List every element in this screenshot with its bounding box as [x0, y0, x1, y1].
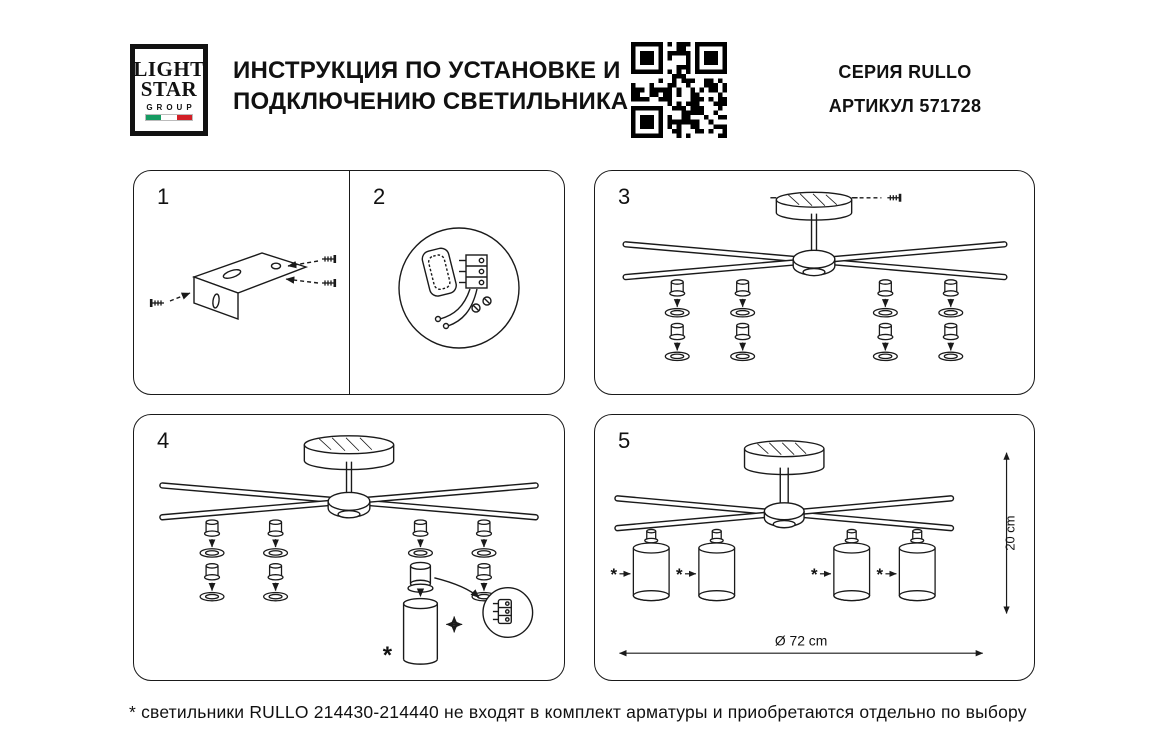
stem — [345, 461, 353, 494]
shade — [833, 528, 871, 602]
step-panel-4: 4 — [133, 414, 565, 681]
lamp-cylinder — [402, 588, 439, 665]
italian-flag — [145, 113, 193, 121]
step-number-3: 3 — [618, 184, 631, 209]
step-number-1: 1 — [157, 184, 170, 209]
screw-icon — [845, 192, 902, 204]
mounting-bracket-diagram — [149, 252, 337, 320]
stem — [779, 467, 789, 505]
socket-unit — [409, 520, 433, 557]
page-title: ИНСТРУКЦИЯ ПО УСТАНОВКЕ И ПОДКЛЮЧЕНИЮ СВ… — [233, 56, 628, 117]
asterisk-marker: * — [877, 565, 884, 584]
shade — [632, 528, 670, 602]
mount-plate — [421, 247, 457, 297]
chandelier-lamp-detail-diagram: * — [159, 435, 539, 669]
ceiling-canopy — [743, 440, 825, 476]
move-cross-icon — [445, 616, 463, 633]
chandelier-sockets-diagram — [622, 191, 1008, 394]
asterisk-marker: * — [676, 565, 683, 584]
socket-unit — [731, 323, 755, 360]
lightstar-logo: LIGHT STAR GROUP — [130, 44, 208, 136]
wiring-detail-diagram — [398, 227, 520, 349]
socket-unit — [264, 564, 288, 601]
footnote: * светильники RULLO 214430-214440 не вхо… — [129, 702, 1027, 722]
socket-unit — [873, 323, 897, 360]
height-dimension: 20 cm — [1002, 452, 1017, 614]
socket-unit — [939, 323, 963, 360]
socket-unit — [873, 280, 897, 317]
asterisk-marker: * — [611, 565, 618, 584]
chandelier-shades-diagram: * * * * 20 cm Ø 72 cm — [611, 440, 1017, 657]
ceiling-canopy — [770, 191, 858, 221]
socket-unit — [200, 520, 224, 557]
wires — [434, 288, 478, 330]
step-2-section: 2 — [350, 171, 564, 394]
height-dimension-label: 20 cm — [1002, 516, 1017, 551]
hub — [327, 491, 371, 519]
series-label: СЕРИЯ RULLO — [838, 62, 972, 82]
title-line-1: ИНСТРУКЦИЯ ПО УСТАНОВКЕ И — [233, 57, 621, 84]
ceiling-canopy — [303, 435, 395, 471]
diameter-dimension: Ø 72 cm — [619, 632, 984, 657]
hub — [763, 502, 805, 529]
mounting-bracket — [191, 252, 309, 320]
product-info: СЕРИЯ RULLO АРТИКУЛ 571728 — [795, 62, 1015, 117]
screw-heads — [471, 296, 492, 313]
step-panel-3: 3 — [594, 170, 1035, 395]
socket-adapter — [407, 561, 434, 593]
step-panel-1-2: 1 — [133, 170, 565, 395]
step-panel-5: 5 — [594, 414, 1035, 681]
magnifier-circle — [398, 227, 520, 349]
stem — [810, 213, 818, 252]
logo-word-group: GROUP — [146, 102, 196, 112]
logo-word-star: STAR — [140, 77, 198, 101]
screw-icon — [287, 253, 337, 269]
socket-unit — [200, 564, 224, 601]
detail-arrow — [434, 577, 480, 599]
step-number-4: 4 — [157, 428, 170, 453]
socket-unit — [665, 280, 689, 317]
shade — [898, 528, 936, 602]
step-number-5: 5 — [618, 428, 631, 453]
step-1-section: 1 — [134, 171, 350, 394]
qr-code — [631, 42, 727, 138]
socket-unit — [264, 520, 288, 557]
screw-icon — [149, 292, 191, 309]
asterisk-marker: * — [383, 642, 393, 669]
socket-unit — [472, 520, 496, 557]
diameter-dimension-label: Ø 72 cm — [775, 632, 827, 648]
logo-word-light: LIGHT — [133, 57, 205, 82]
magnifier-detail — [482, 587, 534, 639]
article-label: АРТИКУЛ 571728 — [828, 96, 982, 116]
asterisk-marker: * — [811, 565, 818, 584]
socket-unit — [665, 323, 689, 360]
terminal-block — [459, 254, 488, 289]
socket-unit — [939, 280, 963, 317]
screw-icon — [285, 276, 337, 289]
title-line-2: ПОДКЛЮЧЕНИЮ СВЕТИЛЬНИКА — [233, 87, 629, 115]
socket-unit — [731, 280, 755, 317]
step-number-2: 2 — [373, 184, 386, 209]
shade — [698, 528, 736, 602]
hub — [792, 249, 836, 277]
